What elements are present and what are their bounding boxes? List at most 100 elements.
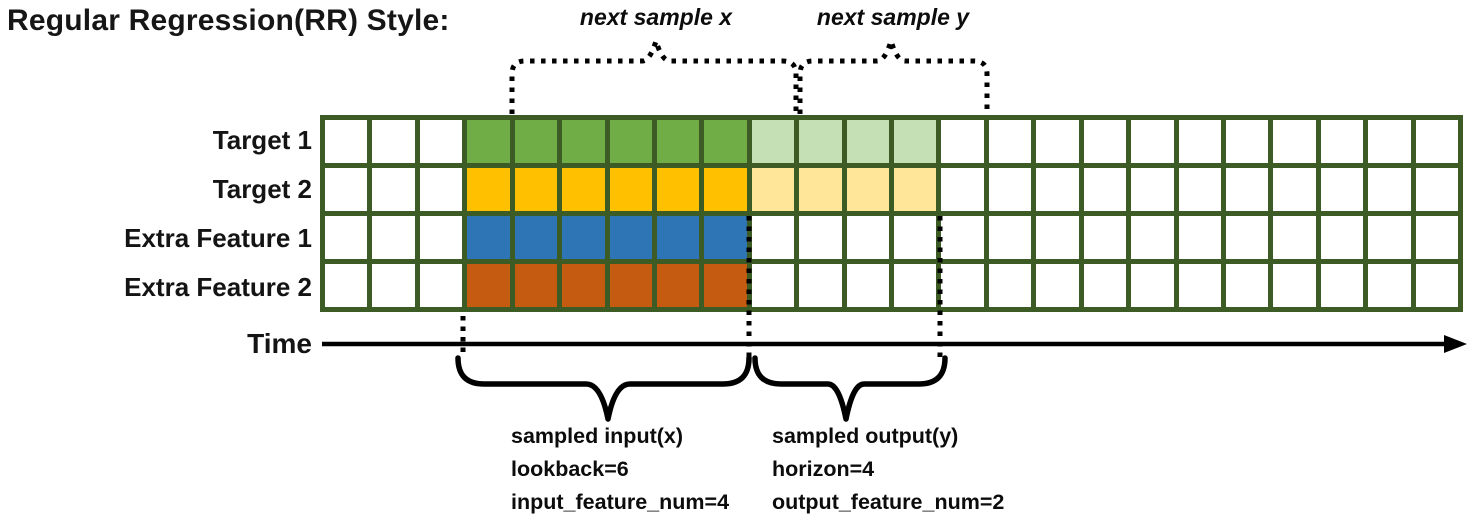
grid-cell [656, 168, 700, 211]
grid-cell [1036, 216, 1079, 259]
grid-cell [1320, 168, 1364, 211]
grid-cell [609, 264, 652, 307]
diagram-title: Regular Regression(RR) Style: [7, 4, 450, 37]
input-annotation-line-3: input_feature_num=4 [511, 490, 730, 514]
grid-cell [325, 216, 368, 259]
grid-cell [1368, 216, 1411, 259]
grid-cell [799, 120, 842, 163]
grid-cell [1415, 168, 1458, 211]
grid-cell [799, 264, 842, 307]
grid-cell [562, 264, 605, 307]
grid-cell [1415, 216, 1458, 259]
grid-cell [419, 216, 463, 259]
grid-cell [1273, 120, 1316, 163]
grid-cell [609, 168, 652, 211]
grid-cell [1273, 216, 1316, 259]
grid-cell [1415, 120, 1458, 163]
grid-cell [562, 168, 605, 211]
grid-cell [1131, 216, 1174, 259]
time-axis-arrowhead [1444, 335, 1467, 353]
output-annotation-line-3: output_feature_num=2 [772, 490, 1005, 514]
grid-cell [1131, 120, 1174, 163]
grid-cell [1083, 264, 1127, 307]
grid-cell [846, 216, 889, 259]
grid-cell [751, 168, 795, 211]
grid-cell [704, 216, 747, 259]
grid-cell [988, 168, 1032, 211]
grid-cell [751, 120, 795, 163]
grid-cell [1225, 168, 1269, 211]
grid-cell [1225, 264, 1269, 307]
grid-cell [1178, 168, 1221, 211]
grid-cell [562, 120, 605, 163]
row-label-target-2: Target 2 [212, 174, 312, 204]
grid-cell [894, 120, 937, 163]
output-annotation-line-1: sampled output(y) [772, 424, 959, 448]
grid-cell [1273, 168, 1316, 211]
grid-cell [609, 216, 652, 259]
grid-cell [988, 264, 1032, 307]
grid-cell [846, 264, 889, 307]
grid-cell [1083, 120, 1127, 163]
grid-cell [941, 264, 984, 307]
grid-cell [894, 168, 937, 211]
grid-cell [372, 168, 415, 211]
grid-cell [1036, 264, 1079, 307]
grid-cell [1131, 168, 1174, 211]
time-label: Time [247, 328, 312, 359]
grid-cell [1415, 264, 1458, 307]
grid-cell [1273, 264, 1316, 307]
grid-cell [467, 120, 510, 163]
grid-cell [467, 216, 510, 259]
row-label-extra-feature-2: Extra Feature 2 [124, 272, 312, 302]
output-annotation-line-2: horizon=4 [772, 457, 875, 481]
next-sample-y-label: next sample y [816, 4, 970, 30]
input-region-brace [455, 355, 752, 422]
grid-cell [656, 120, 700, 163]
grid-cell [419, 168, 463, 211]
grid-cell [751, 264, 795, 307]
grid-cell [1036, 168, 1079, 211]
grid-cell [894, 216, 937, 259]
grid-cell [1178, 264, 1221, 307]
grid-cell [1178, 120, 1221, 163]
grid-cell [514, 216, 558, 259]
grid-cell [894, 264, 937, 307]
row-label-target-1: Target 1 [212, 125, 312, 155]
grid-cell [846, 120, 889, 163]
grid-cell [1368, 264, 1411, 307]
output-region-brace [752, 355, 948, 422]
grid-cell [988, 216, 1032, 259]
grid-cell [1225, 120, 1269, 163]
grid-cell [799, 216, 842, 259]
grid-cell [1320, 216, 1364, 259]
grid-cell [514, 264, 558, 307]
grid-cell [941, 120, 984, 163]
input-annotation-line-2: lookback=6 [511, 457, 629, 481]
grid-cell [419, 264, 463, 307]
grid-cell [1131, 264, 1174, 307]
grid-cell [1368, 120, 1411, 163]
grid-cell [467, 168, 510, 211]
next-sample-x-label: next sample x [579, 4, 733, 30]
grid-cell [1320, 264, 1364, 307]
input-annotation: sampled input(x) lookback=6 input_featur… [511, 420, 729, 516]
grid-cell [325, 264, 368, 307]
input-annotation-line-1: sampled input(x) [511, 424, 684, 448]
next-sample-x-brace [509, 32, 799, 114]
grid-cell [372, 264, 415, 307]
grid-cell [941, 216, 984, 259]
grid-cell [941, 168, 984, 211]
grid-cell [1083, 216, 1127, 259]
grid-cell [562, 216, 605, 259]
grid-cell [1036, 120, 1079, 163]
grid-cell [704, 120, 747, 163]
grid-cell [1083, 168, 1127, 211]
grid-cell [372, 216, 415, 259]
grid-cell [751, 216, 795, 259]
output-annotation: sampled output(y) horizon=4 output_featu… [772, 420, 1004, 516]
grid-cell [1178, 216, 1221, 259]
grid-cell [704, 264, 747, 307]
grid-cell [656, 216, 700, 259]
